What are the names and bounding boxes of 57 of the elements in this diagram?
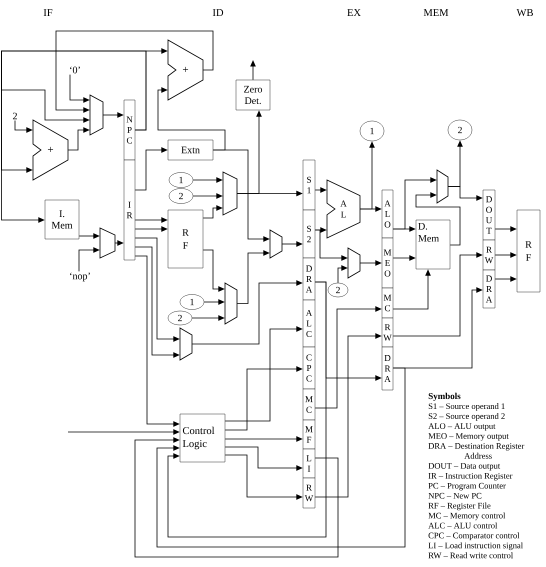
register-cell: M C	[382, 288, 394, 318]
legend-entry: RF – Register File	[428, 502, 490, 510]
register-cell: M F	[302, 420, 316, 450]
function-box: D. Mem	[416, 220, 450, 270]
stage-label: IF	[44, 9, 52, 16]
register-cell: R W	[302, 478, 316, 508]
register-cell: C P C	[302, 346, 316, 390]
register-cell: D R A	[382, 346, 394, 390]
legend-entry: PC – Program Counter	[428, 482, 506, 490]
register-cell: R W	[382, 318, 394, 348]
function-box: I. Mem	[44, 200, 80, 240]
register-cell: M C	[302, 388, 316, 420]
arrow	[158, 87, 226, 150]
legend-entry: ALC – ALU control	[428, 522, 498, 528]
legend-entry: DOUT – Data output	[428, 463, 500, 470]
register-cell: S 1	[302, 160, 316, 210]
function-box: R F	[516, 210, 540, 292]
signal-label: ‘0’	[70, 66, 80, 74]
register-cell: A L O	[382, 190, 394, 238]
stage-label: WB	[516, 9, 533, 16]
legend-entry: S1 – Source operand 1	[428, 403, 505, 411]
legend-entry: RW – Read write control	[428, 552, 514, 558]
register-cell: S 2	[302, 210, 316, 258]
legend-entry: NPC – New PC	[428, 492, 482, 499]
legend-entry: CPC – Comparator control	[428, 532, 520, 540]
signal-label: ‘nop’	[70, 272, 90, 282]
function-box: R F	[168, 210, 204, 268]
arrow	[56, 30, 214, 113]
legend-entry: LI – Load instruction signal	[428, 542, 523, 550]
legend-entry: ALO – ALU output	[428, 423, 496, 431]
register-cell: D R A	[302, 258, 316, 300]
register-cell: D O U T	[482, 190, 496, 240]
function-box: Zero Det.	[236, 80, 270, 110]
arrow	[416, 192, 460, 246]
arrow	[168, 282, 326, 538]
legend-entry: S2 – Source operand 2	[428, 413, 505, 421]
arrow	[134, 437, 338, 558]
legend-entry: MC – Memory control	[428, 512, 506, 520]
register-cell: R W	[482, 240, 496, 270]
stage-label: ID	[212, 9, 224, 16]
arrow	[1, 50, 146, 223]
register-cell: M E O	[382, 238, 394, 288]
legend-title: Symbols	[428, 392, 460, 401]
legend-entry: IR – Instruction Register	[428, 472, 512, 480]
register-cell: A L C	[302, 300, 316, 348]
function-box: Control Logic	[180, 414, 226, 462]
signal-label: 2	[12, 112, 17, 120]
stage-label: MEM	[424, 9, 448, 16]
register-cell: L I	[302, 448, 316, 478]
stage-label: EX	[347, 9, 361, 16]
arrow	[156, 368, 406, 548]
register-cell: I R	[124, 160, 136, 260]
register-cell: D R A	[482, 270, 496, 308]
function-box: Extn	[168, 140, 214, 160]
legend-entry: DRA – Destination Register Address	[428, 443, 524, 459]
register-cell: N P C	[124, 100, 136, 160]
legend-entry: MEO – Memory output	[428, 433, 509, 441]
